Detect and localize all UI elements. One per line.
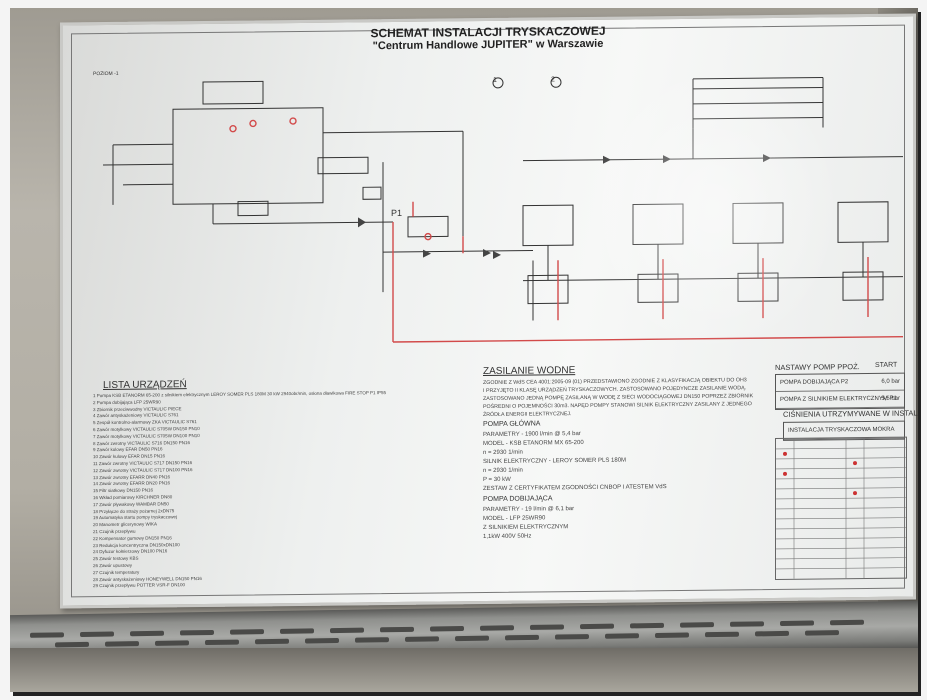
water-supply-heading: ZASILANIE WODNE	[483, 365, 576, 378]
legend-table	[775, 436, 907, 580]
photo: SCHEMAT INSTALACJI TRYSKACZOWEJ "Centrum…	[10, 8, 918, 692]
storage-tank	[172, 107, 324, 205]
cable-tray-slots	[30, 619, 864, 648]
pressure-heading: CIŚNIENIA UTRZYMYWANE W INSTALACJI	[783, 408, 918, 419]
sprinkler-schematic	[103, 76, 903, 343]
main-pump-line: ZESTAW Z CERTYFIKATEM ZGODNOŚCI CNBOP I …	[483, 484, 667, 493]
wall-bottom	[10, 648, 918, 692]
pump-settings-label: POMPA DOBIJAJĄCA P2	[780, 379, 849, 386]
devices-list: 1 Pompa KSB ETANORM 65-200 z silnikiem e…	[93, 390, 386, 590]
jockey-pump-heading: POMPA DOBIJAJĄCA	[483, 495, 553, 504]
jockey-pump-line: 1,1kW 400V 50Hz	[483, 533, 532, 541]
pump-settings-label: POMPA Z SILNIKIEM ELEKTRYCZNYM P1	[780, 395, 897, 403]
pump-settings-value: 6,0 bar	[881, 378, 900, 385]
jockey-pump-line: PARAMETRY - 19 l/min @ 6,1 bar	[483, 506, 575, 514]
jockey-pump-line: Z SILNIKIEM ELEKTRYCZNYM	[483, 524, 569, 532]
main-pump-heading: POMPA GŁÓWNA	[483, 420, 541, 429]
water-supply-text: ZGODNIE Z WdS CEA 4001:2005-09 (01) PRZE…	[483, 376, 753, 419]
pump-settings-row: POMPA DOBIJAJĄCA P2 6,0 bar	[776, 373, 904, 392]
pump-settings-heading: NASTAWY POMP PPOŻ.	[775, 362, 860, 372]
cable-tray	[10, 600, 918, 666]
devices-heading: LISTA URZĄDZEŃ	[103, 379, 187, 392]
schematic-board: SCHEMAT INSTALACJI TRYSKACZOWEJ "Centrum…	[60, 13, 918, 609]
pump-settings-value: 5,5 bar	[881, 395, 900, 402]
pump-settings-column: START	[875, 361, 898, 369]
